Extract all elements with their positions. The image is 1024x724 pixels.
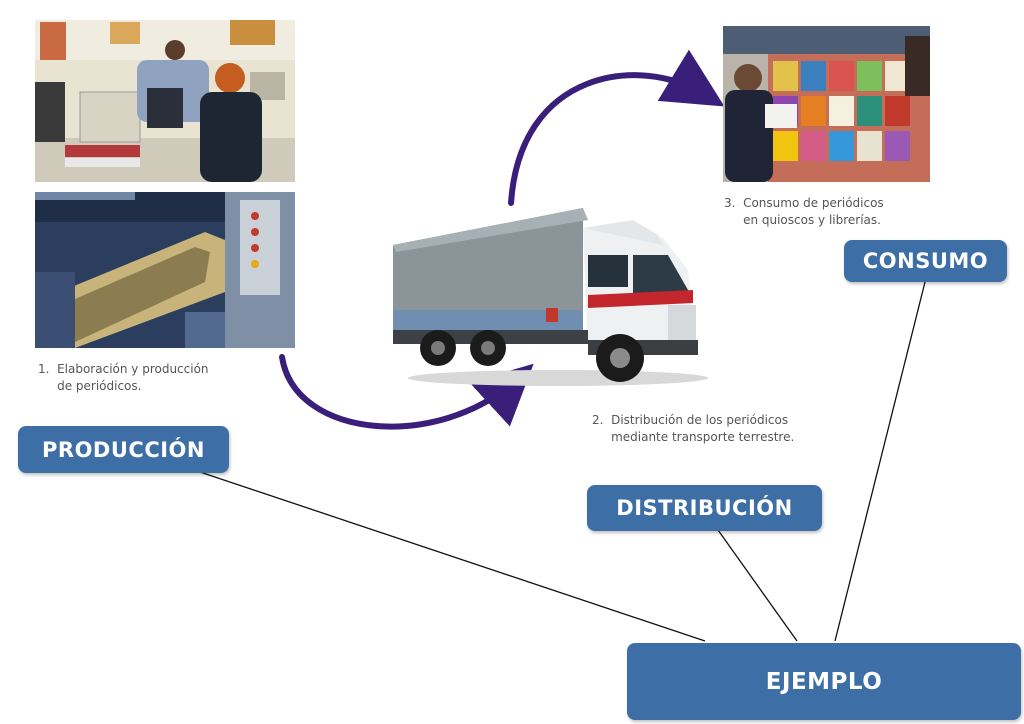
node-ejemplo[interactable]: EJEMPLO xyxy=(627,643,1021,720)
connector-produccion-ejemplo xyxy=(199,471,706,642)
caption-consumo: 3. Consumo de periódicos en quioscos y l… xyxy=(724,196,884,227)
caption-distribucion: 2. Distribución de los periódicos median… xyxy=(592,413,795,444)
newsstand-photo xyxy=(723,26,930,182)
node-produccion[interactable]: PRODUCCIÓN xyxy=(18,426,229,473)
flow-arrow-produccion-to-distribucion xyxy=(279,354,534,430)
office-workers-photo xyxy=(35,20,295,182)
node-consumo[interactable]: CONSUMO xyxy=(844,240,1007,282)
connector-consumo-ejemplo xyxy=(834,281,926,642)
node-distribucion[interactable]: DISTRIBUCIÓN xyxy=(587,485,822,531)
printing-press-photo xyxy=(35,192,295,348)
delivery-truck-photo xyxy=(388,200,718,390)
caption-produccion: 1. Elaboración y producción de periódico… xyxy=(38,362,209,393)
flow-arrow-distribucion-to-consumo xyxy=(508,49,725,206)
connector-distribucion-ejemplo xyxy=(717,529,798,642)
